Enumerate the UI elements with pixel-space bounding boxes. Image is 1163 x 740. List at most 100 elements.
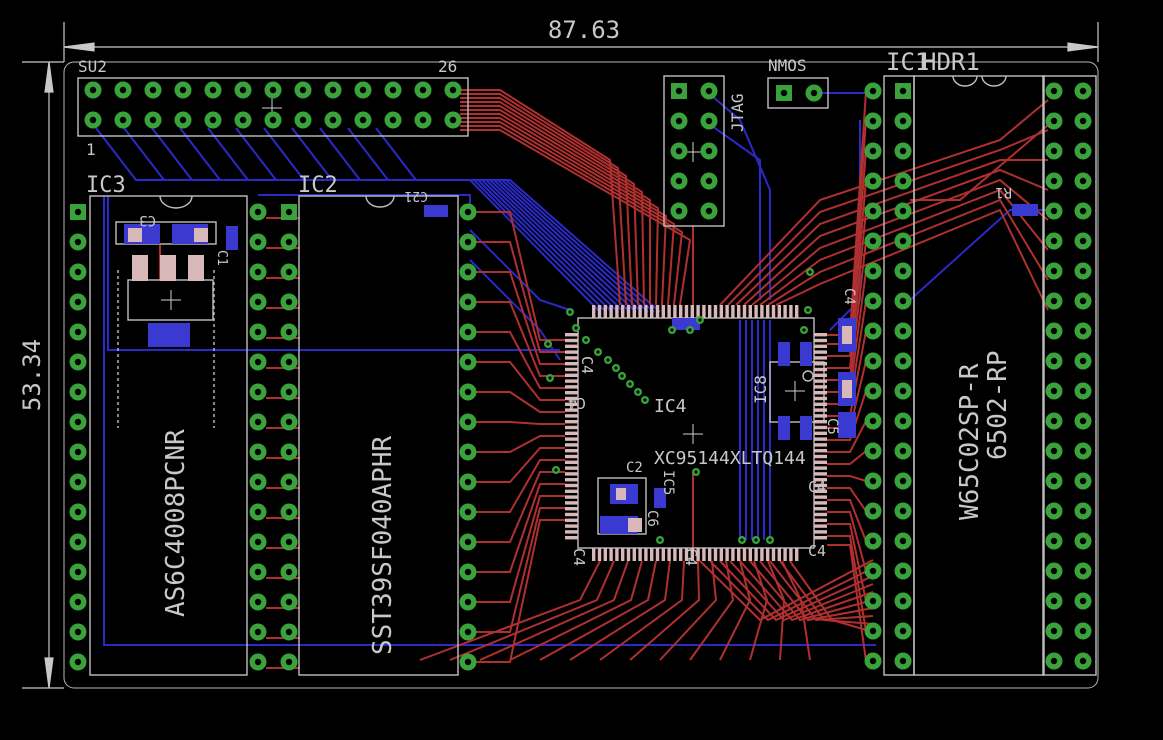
drill-hole xyxy=(359,116,367,124)
via-hole xyxy=(584,338,588,342)
drill-hole xyxy=(89,116,97,124)
drill-hole xyxy=(1050,597,1058,605)
qfp-pin-right xyxy=(814,420,827,424)
top-trace-ic1 xyxy=(827,450,867,465)
su2-name: SU2 xyxy=(78,57,107,76)
qfp-pin-top xyxy=(702,305,706,318)
drill-hole xyxy=(299,116,307,124)
drill-hole xyxy=(464,298,472,306)
qfp-pin-bottom xyxy=(777,548,781,561)
drill-hole xyxy=(1050,117,1058,125)
via-hole xyxy=(658,538,662,542)
ic1-outline xyxy=(913,75,1045,676)
qfp-pin-right xyxy=(814,478,827,482)
drill-hole xyxy=(1079,567,1087,575)
smd-pad-bottom xyxy=(654,488,666,508)
drill-hole xyxy=(869,207,877,215)
top-trace-su2 xyxy=(460,117,668,306)
smd-pad-bottom xyxy=(226,226,238,250)
qfp-pin-left xyxy=(565,356,578,360)
drill-hole xyxy=(285,238,293,246)
qfp-pin-top xyxy=(632,305,636,318)
drill-hole xyxy=(1079,87,1087,95)
drill-hole xyxy=(705,177,713,185)
bottom-trace-ground xyxy=(103,196,876,646)
drill-hole xyxy=(810,89,818,97)
qfp-pin-bottom xyxy=(615,548,619,561)
qfp-pin-bottom xyxy=(661,548,665,561)
smd-pad-bottom xyxy=(838,412,856,438)
qfp-pin-left xyxy=(565,414,578,418)
qfp-pin-top xyxy=(696,305,700,318)
via-hole xyxy=(698,318,702,322)
drill-hole xyxy=(1079,327,1087,335)
qfp-pin-right xyxy=(814,483,827,488)
ic2-part: SST39SF040APHR xyxy=(368,436,398,655)
hdr1-right-outline xyxy=(1042,75,1097,676)
smd-pad-bottom xyxy=(778,416,790,440)
qfp-pin-top xyxy=(731,305,735,318)
drill-hole xyxy=(1050,507,1058,515)
qfp-pin-bottom xyxy=(684,548,689,561)
qfp-pin-right xyxy=(814,466,827,470)
top-trace-su2 xyxy=(460,105,645,306)
qfp-pin-bottom xyxy=(713,548,718,561)
qfp-pin-right xyxy=(814,385,827,389)
qfp-pin-right xyxy=(814,356,827,360)
qfp-pin-right xyxy=(814,431,827,435)
drill-hole xyxy=(254,538,262,546)
ic3-outline xyxy=(89,195,248,676)
qfp-pin-right xyxy=(814,333,827,337)
drill-hole xyxy=(74,418,82,426)
drill-hole xyxy=(464,658,472,666)
height-dimension-label: 53.34 xyxy=(18,339,46,411)
qfp-pin-left xyxy=(565,379,578,383)
width-dimension-label: 87.63 xyxy=(548,16,620,44)
drill-hole xyxy=(899,507,907,515)
drill-hole xyxy=(329,86,337,94)
drill-hole xyxy=(899,297,907,305)
drill-hole xyxy=(285,388,293,396)
drill-hole xyxy=(179,116,187,124)
drill-hole xyxy=(419,116,427,124)
qfp-pin-left xyxy=(565,512,578,517)
drill-hole xyxy=(254,568,262,576)
qfp-pin-right xyxy=(814,530,827,534)
qfp-pin-bottom xyxy=(597,548,602,561)
c2-label: C2 xyxy=(626,460,643,476)
c21-label: C21 xyxy=(405,188,428,203)
qfp-pin-left xyxy=(565,507,578,511)
qfp-pin-bottom xyxy=(708,548,712,561)
drill-hole xyxy=(675,177,683,185)
top-trace-ic2 xyxy=(476,471,565,543)
qfp-pin-left xyxy=(565,385,578,389)
smd-pad-bottom xyxy=(148,323,190,347)
drill-hole xyxy=(389,116,397,124)
top-trace-lower xyxy=(449,560,615,661)
drill-hole xyxy=(254,628,262,636)
top-trace-ic2 xyxy=(476,435,565,453)
qfp-pin-bottom xyxy=(783,548,787,561)
drill-hole xyxy=(74,328,82,336)
qfp-pin-left xyxy=(565,437,578,441)
qfp-pin-right xyxy=(814,367,827,372)
c3-label: C3 xyxy=(139,212,156,228)
bottom-trace xyxy=(469,229,571,311)
top-trace-ic2 xyxy=(476,495,565,603)
qfp-pin-right xyxy=(814,414,827,418)
width-dimension xyxy=(63,22,1099,62)
bottom-trace xyxy=(469,259,561,361)
via-hole xyxy=(620,374,624,378)
drill-hole xyxy=(285,538,293,546)
ic8-ref: IC8 xyxy=(751,375,770,404)
drill-hole xyxy=(899,237,907,245)
top-trace-su2 xyxy=(460,129,692,306)
ic8-pin1-mark xyxy=(802,370,814,382)
via-hole xyxy=(554,468,558,472)
via-hole xyxy=(808,270,812,274)
drill-hole xyxy=(1079,597,1087,605)
drill-hole xyxy=(285,328,293,336)
drill-hole xyxy=(899,627,907,635)
qfp-pin-top xyxy=(713,305,718,318)
